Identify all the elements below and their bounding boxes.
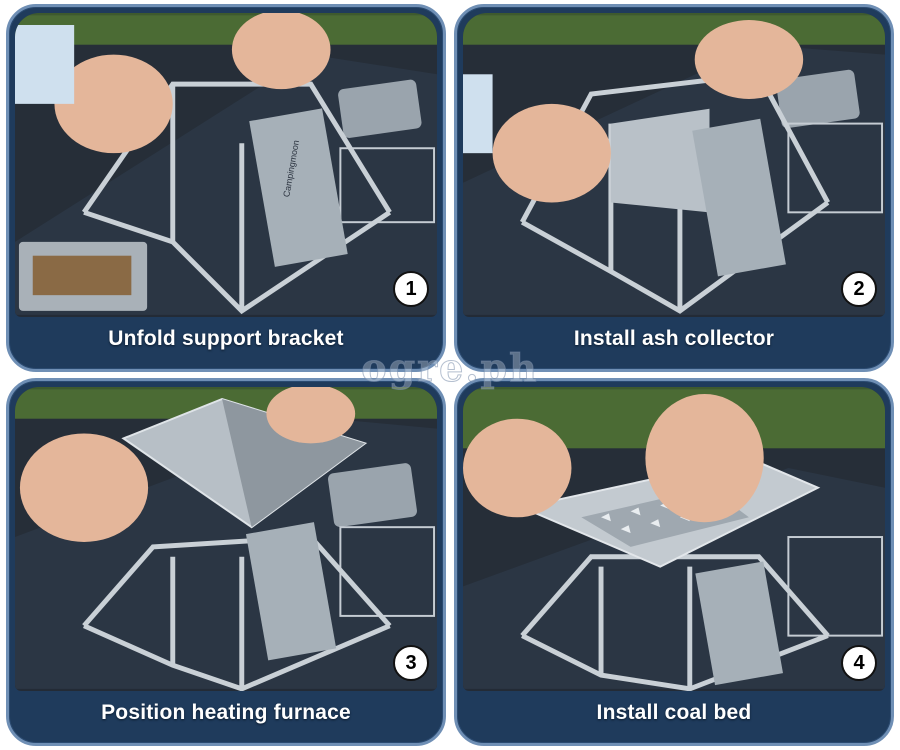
grill-ash-collector-illustration (463, 15, 885, 315)
step-number-badge: 3 (393, 645, 429, 681)
step-caption: Unfold support bracket (108, 327, 344, 350)
step-caption: Install coal bed (596, 701, 752, 724)
grill-furnace-illustration (15, 387, 437, 691)
step-number-badge: 4 (841, 645, 877, 681)
step-photo-4 (463, 387, 885, 691)
step-number-badge: 1 (393, 271, 429, 307)
step-panel-1: Campingmoon 1 Unfold support bracket (6, 4, 446, 372)
step-caption: Position heating furnace (101, 701, 351, 724)
step-caption: Install ash collector (573, 327, 775, 350)
grill-unfold-illustration: Campingmoon (15, 13, 437, 315)
step-photo-2 (463, 13, 885, 317)
grill-coal-bed-illustration (463, 389, 885, 691)
step-number-badge: 2 (841, 271, 877, 307)
step-panel-2: 2 Install ash collector (454, 4, 894, 372)
step-panel-4: 4 Install coal bed (454, 378, 894, 746)
step-photo-1: Campingmoon (15, 13, 437, 317)
step-photo-3 (15, 387, 437, 691)
step-panel-3: 3 Position heating furnace (6, 378, 446, 746)
